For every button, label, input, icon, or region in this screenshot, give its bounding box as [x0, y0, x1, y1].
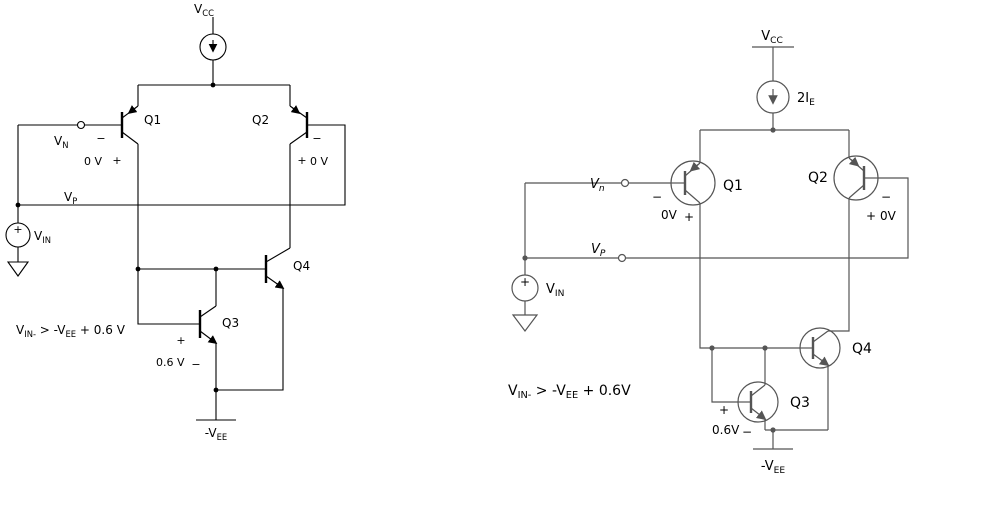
right-transistor-q4	[799, 327, 841, 369]
right-vin-source: +	[511, 274, 539, 302]
left-q3-label: Q3	[222, 316, 239, 330]
right-annotation: VIN- > -VEE + 0.6V	[508, 383, 631, 401]
left-transistor-q2	[289, 105, 309, 145]
right-q3-label: Q3	[790, 395, 810, 411]
left-ground-icon	[6, 261, 30, 277]
vin-source-circle	[5, 222, 31, 248]
q4-collector-lead	[265, 247, 291, 263]
left-current-source	[199, 33, 227, 61]
right-q2-zero: 0V	[880, 209, 897, 223]
left-transistor-q3	[198, 305, 218, 344]
left-transistor-q1	[120, 105, 139, 145]
vin-source-circle	[511, 274, 539, 302]
right-q3-minus: −	[742, 425, 752, 439]
left-vcc-label: VCC	[194, 2, 214, 18]
right-interconnect-wires	[524, 46, 909, 450]
left-transistor-q4	[264, 247, 291, 289]
q1-collector-lead	[121, 131, 139, 145]
left-circuit: + VCC Q1 Q2 VN − 0 V + − + 0 V VP VIN VI…	[5, 2, 346, 442]
left-annotation: VIN- > -VEE + 0.6 V	[16, 323, 126, 339]
left-q2-label: Q2	[252, 113, 269, 127]
right-q3-plus: +	[719, 403, 729, 417]
left-q2-zero: 0 V	[310, 155, 328, 168]
left-q1-minus: −	[96, 132, 105, 145]
q3-collector-lead	[199, 305, 217, 318]
left-vn-label: VN	[54, 134, 68, 150]
q3-collector-lead	[750, 384, 766, 397]
right-vcc-label: VCC	[761, 29, 783, 46]
q1-collector-lead	[684, 189, 701, 204]
right-vee-label: -VEE	[761, 459, 786, 476]
left-q1-label: Q1	[144, 113, 161, 127]
left-vin-source: +	[5, 222, 31, 248]
left-q3-vbe: 0.6 V	[156, 356, 185, 369]
q1-pnp-arrow-icon	[127, 105, 138, 115]
left-vp-label: VP	[64, 190, 77, 206]
left-q1-plus: +	[112, 154, 121, 167]
left-interconnect-wires	[17, 17, 346, 421]
right-q1-plus: +	[684, 210, 694, 224]
right-junction-dots	[522, 127, 776, 433]
vin-source-plus: +	[13, 223, 22, 236]
right-q2-plus: +	[866, 209, 876, 223]
q2-pnp-arrow-icon	[848, 156, 860, 167]
left-q3-minus: −	[191, 358, 200, 371]
right-vp-label: VP	[591, 242, 606, 259]
right-transistor-q1	[670, 160, 716, 206]
right-tail-current-label: 2IE	[797, 91, 815, 108]
right-vp-terminal-node	[617, 253, 627, 263]
q1-pnp-arrow-icon	[689, 161, 701, 172]
q4-collector-lead	[812, 330, 829, 343]
right-transistor-q2	[833, 155, 879, 201]
right-vn-terminal-node	[620, 178, 630, 188]
q3-npn-emitter-arrow-icon	[199, 330, 218, 344]
right-vin-label: VIN	[546, 282, 564, 299]
right-q2-minus: −	[881, 190, 891, 204]
q2-pnp-arrow-icon	[290, 105, 301, 115]
q4-npn-emitter-arrow-icon	[265, 275, 285, 289]
right-q4-label: Q4	[852, 341, 872, 357]
left-q2-minus: −	[312, 132, 321, 145]
q3-npn-emitter-arrow-icon	[750, 407, 767, 421]
left-q2-plus: +	[297, 154, 306, 167]
right-transistor-q3	[737, 381, 779, 423]
right-q1-minus: −	[652, 190, 662, 204]
q4-npn-emitter-arrow-icon	[812, 353, 830, 367]
left-vee-label: -VEE	[205, 426, 227, 442]
current-source-circle	[199, 33, 227, 61]
q2-collector-lead	[289, 131, 308, 145]
right-q1-label: Q1	[723, 178, 743, 194]
right-q1-zero: 0V	[661, 208, 678, 222]
left-q1-zero: 0 V	[84, 155, 102, 168]
left-q3-plus: +	[176, 334, 185, 347]
left-vn-terminal-node	[76, 120, 86, 130]
right-circuit: + VCC 2IE Q1 Q2 Vn − 0V + − + 0V VP VIN …	[508, 29, 909, 476]
right-current-source	[756, 80, 790, 114]
q2-collector-lead	[848, 184, 865, 199]
left-vin-label: VIN	[34, 229, 51, 245]
left-junction-dots	[15, 82, 219, 393]
vin-source-plus: +	[520, 275, 530, 289]
right-vn-label: Vn	[590, 177, 605, 194]
right-q3-vbe: 0.6V	[712, 423, 740, 437]
current-source-circle	[756, 80, 790, 114]
right-q2-label: Q2	[808, 170, 828, 186]
left-q4-label: Q4	[293, 259, 310, 273]
right-ground-icon	[511, 314, 539, 332]
